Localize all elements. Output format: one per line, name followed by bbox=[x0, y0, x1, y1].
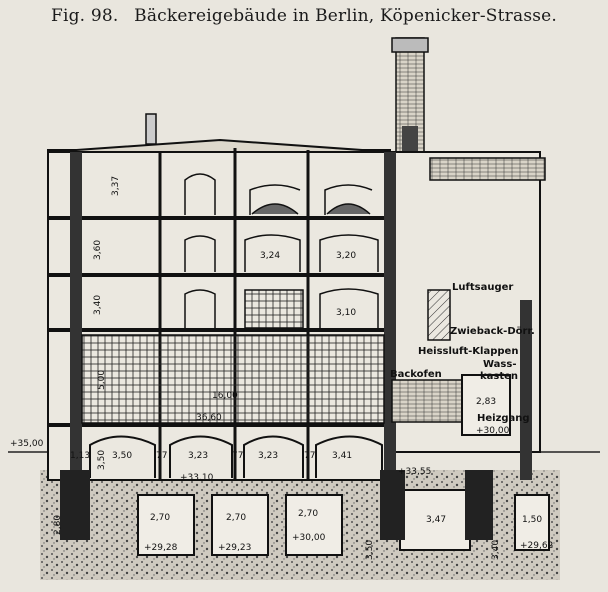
roof bbox=[47, 138, 391, 153]
label-heizgang: Heizgang bbox=[477, 413, 530, 424]
annex-cornice bbox=[429, 157, 546, 181]
top-floor-windows bbox=[184, 173, 373, 215]
dim-basement-77c: 77 bbox=[304, 451, 315, 461]
dim-ground: 5,00 bbox=[97, 370, 107, 390]
heizgang-shaft bbox=[461, 374, 511, 436]
dim-basement-323b: 3,23 bbox=[258, 451, 278, 461]
level-pit-c: +30,00 bbox=[292, 533, 326, 543]
dim-pit-270b: 2,70 bbox=[226, 513, 246, 523]
dim-pit-270a: 2,70 bbox=[150, 513, 170, 523]
ground-floor-bakery bbox=[81, 334, 385, 424]
label-heissluft: Heissluft-Klappen bbox=[418, 346, 518, 357]
luftsauger-box bbox=[427, 289, 451, 341]
dim-basement: 3,50 bbox=[97, 450, 107, 470]
dim-right-347: 3,47 bbox=[426, 515, 446, 525]
figure-number: Fig. 98. bbox=[50, 6, 119, 26]
dim-span-16: 16,00 bbox=[212, 391, 238, 401]
annex-column bbox=[520, 300, 532, 480]
dim-right-340: 3,40 bbox=[491, 540, 501, 560]
dim-basement-323a: 3,23 bbox=[188, 451, 208, 461]
label-backofen: Backofen bbox=[390, 369, 442, 380]
dim-basement-77b: 77 bbox=[232, 451, 243, 461]
dim-basement-350: 3,50 bbox=[112, 451, 132, 461]
left-wall bbox=[70, 152, 82, 482]
label-luftsauger: Luftsauger bbox=[452, 282, 513, 293]
dim-floor-2: 3,60 bbox=[93, 240, 103, 260]
dim-floor-1: 3,40 bbox=[93, 295, 103, 315]
figure-caption: Fig. 98. Bäckereigebäude in Berlin, Köpe… bbox=[0, 6, 608, 26]
dim-room-324: 3,24 bbox=[260, 251, 280, 261]
label-zwieback: Zwieback-Dörr. bbox=[450, 326, 535, 337]
tower-window bbox=[402, 126, 418, 152]
dim-floor-3: 3,37 bbox=[111, 176, 121, 196]
tower-cap bbox=[391, 37, 429, 53]
dim-left-113: 1,13 bbox=[70, 451, 90, 461]
backofen bbox=[391, 379, 463, 423]
right-wall bbox=[384, 152, 396, 482]
level-pit-a: +29,28 bbox=[144, 543, 178, 553]
level-pit-b: +29,23 bbox=[218, 543, 251, 553]
level-yard: +33,55 bbox=[398, 467, 431, 477]
figure-title: Bäckereigebäude in Berlin, Köpenicker-St… bbox=[134, 6, 558, 26]
first-floor-windows bbox=[184, 288, 379, 329]
label-wasserkasten-1: Wass- bbox=[483, 359, 516, 370]
level-basement-floor: +33,10 bbox=[180, 473, 214, 483]
foundation-footings bbox=[60, 470, 493, 540]
dim-room-310: 3,10 bbox=[336, 308, 356, 318]
roof-chimney bbox=[145, 113, 157, 145]
dim-oven-283: 2,83 bbox=[476, 397, 496, 407]
basement-arches bbox=[89, 435, 383, 478]
dim-basement-341: 3,41 bbox=[332, 451, 352, 461]
dim-right-150: 1,50 bbox=[522, 515, 542, 525]
label-wasserkasten-2: kasten bbox=[480, 371, 518, 382]
level-street: +35,00 bbox=[10, 439, 44, 449]
level-ground-floor: 36,60 bbox=[196, 413, 222, 423]
dim-room-320: 3,20 bbox=[336, 251, 356, 261]
dim-right-350: 3,50 bbox=[365, 540, 375, 560]
dim-foundation: 2,80 bbox=[53, 515, 63, 535]
level-heizgang: +30,00 bbox=[476, 426, 510, 436]
level-right-pit: +29,62 bbox=[520, 541, 553, 551]
dim-pit-270c: 2,70 bbox=[298, 509, 318, 519]
foundation-pits bbox=[137, 489, 550, 556]
dim-basement-77a: 77 bbox=[156, 451, 167, 461]
second-floor-windows bbox=[184, 234, 379, 272]
columns bbox=[158, 148, 310, 480]
